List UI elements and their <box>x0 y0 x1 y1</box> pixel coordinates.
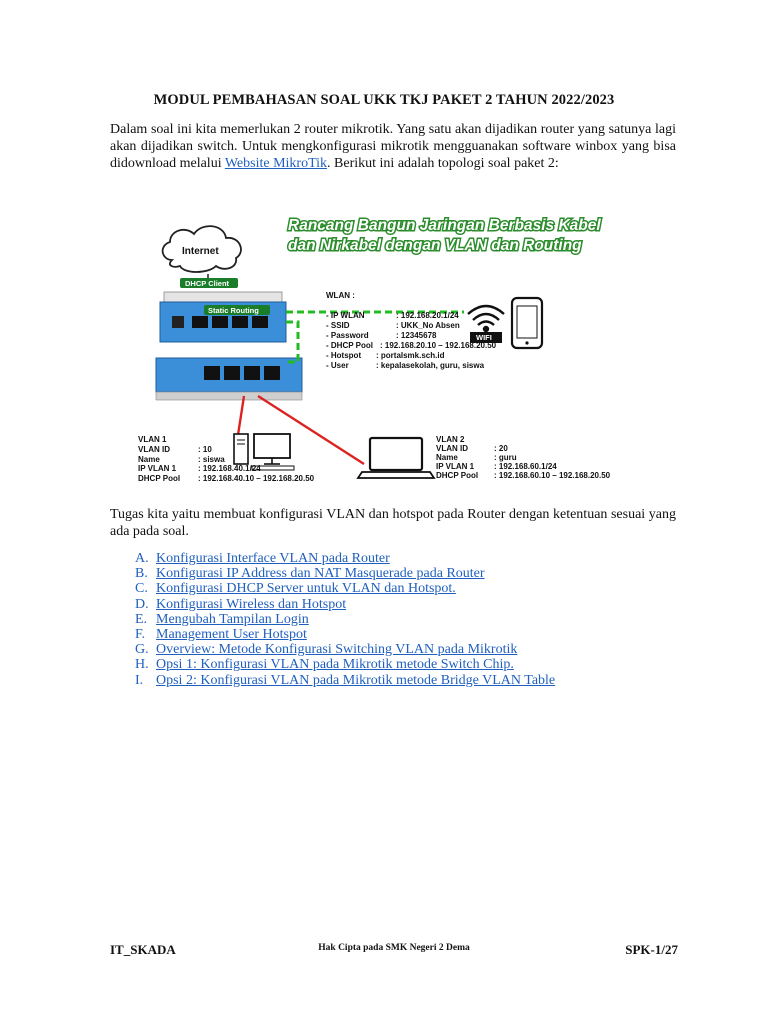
toc-link[interactable]: Opsi 1: Konfigurasi VLAN pada Mikrotik m… <box>156 657 514 673</box>
wifi-tag <box>470 332 502 343</box>
vlan2-val: : guru <box>494 453 517 462</box>
table-of-contents: A. Konfigurasi Interface VLAN pada Router… <box>135 551 555 688</box>
vlan2-key: IP VLAN 1 <box>436 462 475 471</box>
vlan2-key: VLAN ID <box>436 444 468 453</box>
vlan2-key: Name <box>436 453 458 462</box>
toc-link[interactable]: Konfigurasi DHCP Server untuk VLAN dan H… <box>156 581 456 597</box>
vlan2-key: DHCP Pool <box>436 471 478 480</box>
toc-letter: D. <box>135 596 149 612</box>
router-switch-link <box>284 320 300 364</box>
toc-letter: B. <box>135 566 148 582</box>
dhcp-client-tag <box>180 278 238 288</box>
intro-paragraph: Dalam soal ini kita memerlukan 2 router … <box>110 121 676 172</box>
toc-link[interactable]: Mengubah Tampilan Login <box>156 611 309 627</box>
vlan2-info: VLAN ID : 20 Name : guru IP VLAN 1 : 192… <box>436 444 611 480</box>
wlan-val: : UKK_No Absen <box>396 321 460 330</box>
toc-link[interactable]: Management User Hotspot <box>156 627 307 643</box>
internet-cloud-icon <box>161 225 242 273</box>
banner-line-1: Rancang Bangun Jaringan Berbasis Kabel <box>288 217 601 234</box>
toc-item: G. Overview: Metode Konfigurasi Switching… <box>135 642 555 657</box>
toc-item: B. Konfigurasi IP Address dan NAT Masquer… <box>135 566 555 581</box>
vlan1-val: : 10 <box>198 445 212 454</box>
wifi-label: WIFI <box>476 333 492 342</box>
static-routing-label: Static Routing <box>208 306 259 315</box>
document-title: MODUL PEMBAHASAN SOAL UKK TKJ PAKET 2 TA… <box>153 92 615 108</box>
wlan-key: - DHCP Pool <box>326 341 373 350</box>
wlan-val: : 12345678 <box>396 331 437 340</box>
internet-label: Internet <box>182 246 219 257</box>
laptop-icon <box>356 436 436 479</box>
toc-letter: I. <box>135 672 144 688</box>
vlan1-key: VLAN ID <box>138 445 170 454</box>
vlan2-link <box>257 394 365 466</box>
vlan1-heading: VLAN 1 <box>138 435 167 444</box>
toc-item: E. Mengubah Tampilan Login <box>135 612 555 627</box>
wlan-key: - User <box>326 361 349 370</box>
banner-line-2: dan Nirkabel dengan VLAN dan Routing <box>288 237 582 254</box>
switch-device-icon <box>155 357 303 401</box>
website-mikrotik-link[interactable]: Website MikroTik <box>224 156 328 171</box>
intro-text-2: . Berikut ini adalah topologi soal paket… <box>327 156 559 171</box>
toc-letter: C. <box>135 581 148 597</box>
vlan1-key: Name <box>138 455 160 464</box>
wlan-key: - Hotspot <box>326 351 361 360</box>
toc-link[interactable]: Konfigurasi Interface VLAN pada Router <box>156 551 390 566</box>
vlan1-val: : 192.168.40.1/24 <box>198 464 261 473</box>
router-device-icon <box>159 291 287 343</box>
vlan2-val: : 192.168.60.10 – 192.168.20.50 <box>494 471 611 480</box>
toc-item: C. Konfigurasi DHCP Server untuk VLAN dan… <box>135 581 555 596</box>
toc-item: I. Opsi 2: Konfigurasi VLAN pada Mikrotik… <box>135 673 555 688</box>
wlan-key: - SSID <box>326 321 350 330</box>
vlan1-key: DHCP Pool <box>138 474 180 483</box>
desktop-pc-icon <box>233 433 295 471</box>
wifi-icon <box>467 304 505 333</box>
toc-item: F. Management User Hotspot <box>135 627 555 642</box>
vlan1-val: : 192.168.40.10 – 192.168.20.50 <box>198 474 315 483</box>
dhcp-client-label: DHCP Client <box>185 279 230 288</box>
toc-letter: E. <box>135 611 148 627</box>
toc-item: H. Opsi 1: Konfigurasi VLAN pada Mikrotik… <box>135 657 555 672</box>
toc-link[interactable]: Overview: Metode Konfigurasi Switching V… <box>156 642 518 658</box>
vlan2-val: : 20 <box>494 444 508 453</box>
toc-link[interactable]: Konfigurasi Wireless dan Hotspot <box>156 596 347 612</box>
wlan-key: - Password <box>326 331 369 340</box>
topology-figure: Rancang Bangun Jaringan Berbasis Kabel d… <box>112 202 678 502</box>
vlan1-key: IP VLAN 1 <box>138 464 177 473</box>
static-routing-tag <box>204 305 270 315</box>
toc-link[interactable]: Konfigurasi IP Address dan NAT Masquerad… <box>156 566 485 582</box>
wlan-val: : 192.168.20.10 – 192.168.20.50 <box>380 341 497 350</box>
topology-diagram: Rancang Bangun Jaringan Berbasis Kabel d… <box>138 216 611 484</box>
toc-letter: A. <box>135 551 149 566</box>
intro-text-1: Dalam soal ini kita memerlukan 2 router … <box>110 122 676 171</box>
toc-letter: F. <box>135 627 146 643</box>
wlan-val: : kepalasekolah, guru, siswa <box>376 361 485 370</box>
wlan-val: : 192.168.20.1/24 <box>396 311 459 320</box>
page-footer: IT_SKADA Hak Cipta pada SMK Negeri 2 Dem… <box>110 942 678 960</box>
wlan-key: - IP WLAN <box>326 311 365 320</box>
wlan-heading: WLAN : <box>326 291 355 300</box>
footer-copyright: Hak Cipta pada SMK Negeri 2 Dema <box>318 943 470 953</box>
wlan-val: : portalsmk.sch.id <box>376 351 445 360</box>
toc-link[interactable]: Opsi 2: Konfigurasi VLAN pada Mikrotik m… <box>156 672 556 688</box>
toc-item: D. Konfigurasi Wireless dan Hotspot <box>135 597 555 612</box>
toc-letter: H. <box>135 657 149 673</box>
toc-letter: G. <box>135 642 149 658</box>
vlan1-info: VLAN ID : 10 Name : siswa IP VLAN 1 : 19… <box>138 445 315 483</box>
toc-item: A. Konfigurasi Interface VLAN pada Router <box>135 551 555 566</box>
vlan1-val: : siswa <box>198 455 225 464</box>
wlan-info: - IP WLAN : 192.168.20.1/24 - SSID : UKK… <box>326 311 497 370</box>
footer-left: IT_SKADA <box>110 942 176 957</box>
vlan2-val: : 192.168.60.1/24 <box>494 462 557 471</box>
footer-page-number: SPK-1/27 <box>625 942 678 957</box>
smartphone-icon <box>510 296 544 350</box>
task-paragraph: Tugas kita yaitu membuat konfigurasi VLA… <box>110 507 676 539</box>
vlan2-heading: VLAN 2 <box>436 435 465 444</box>
